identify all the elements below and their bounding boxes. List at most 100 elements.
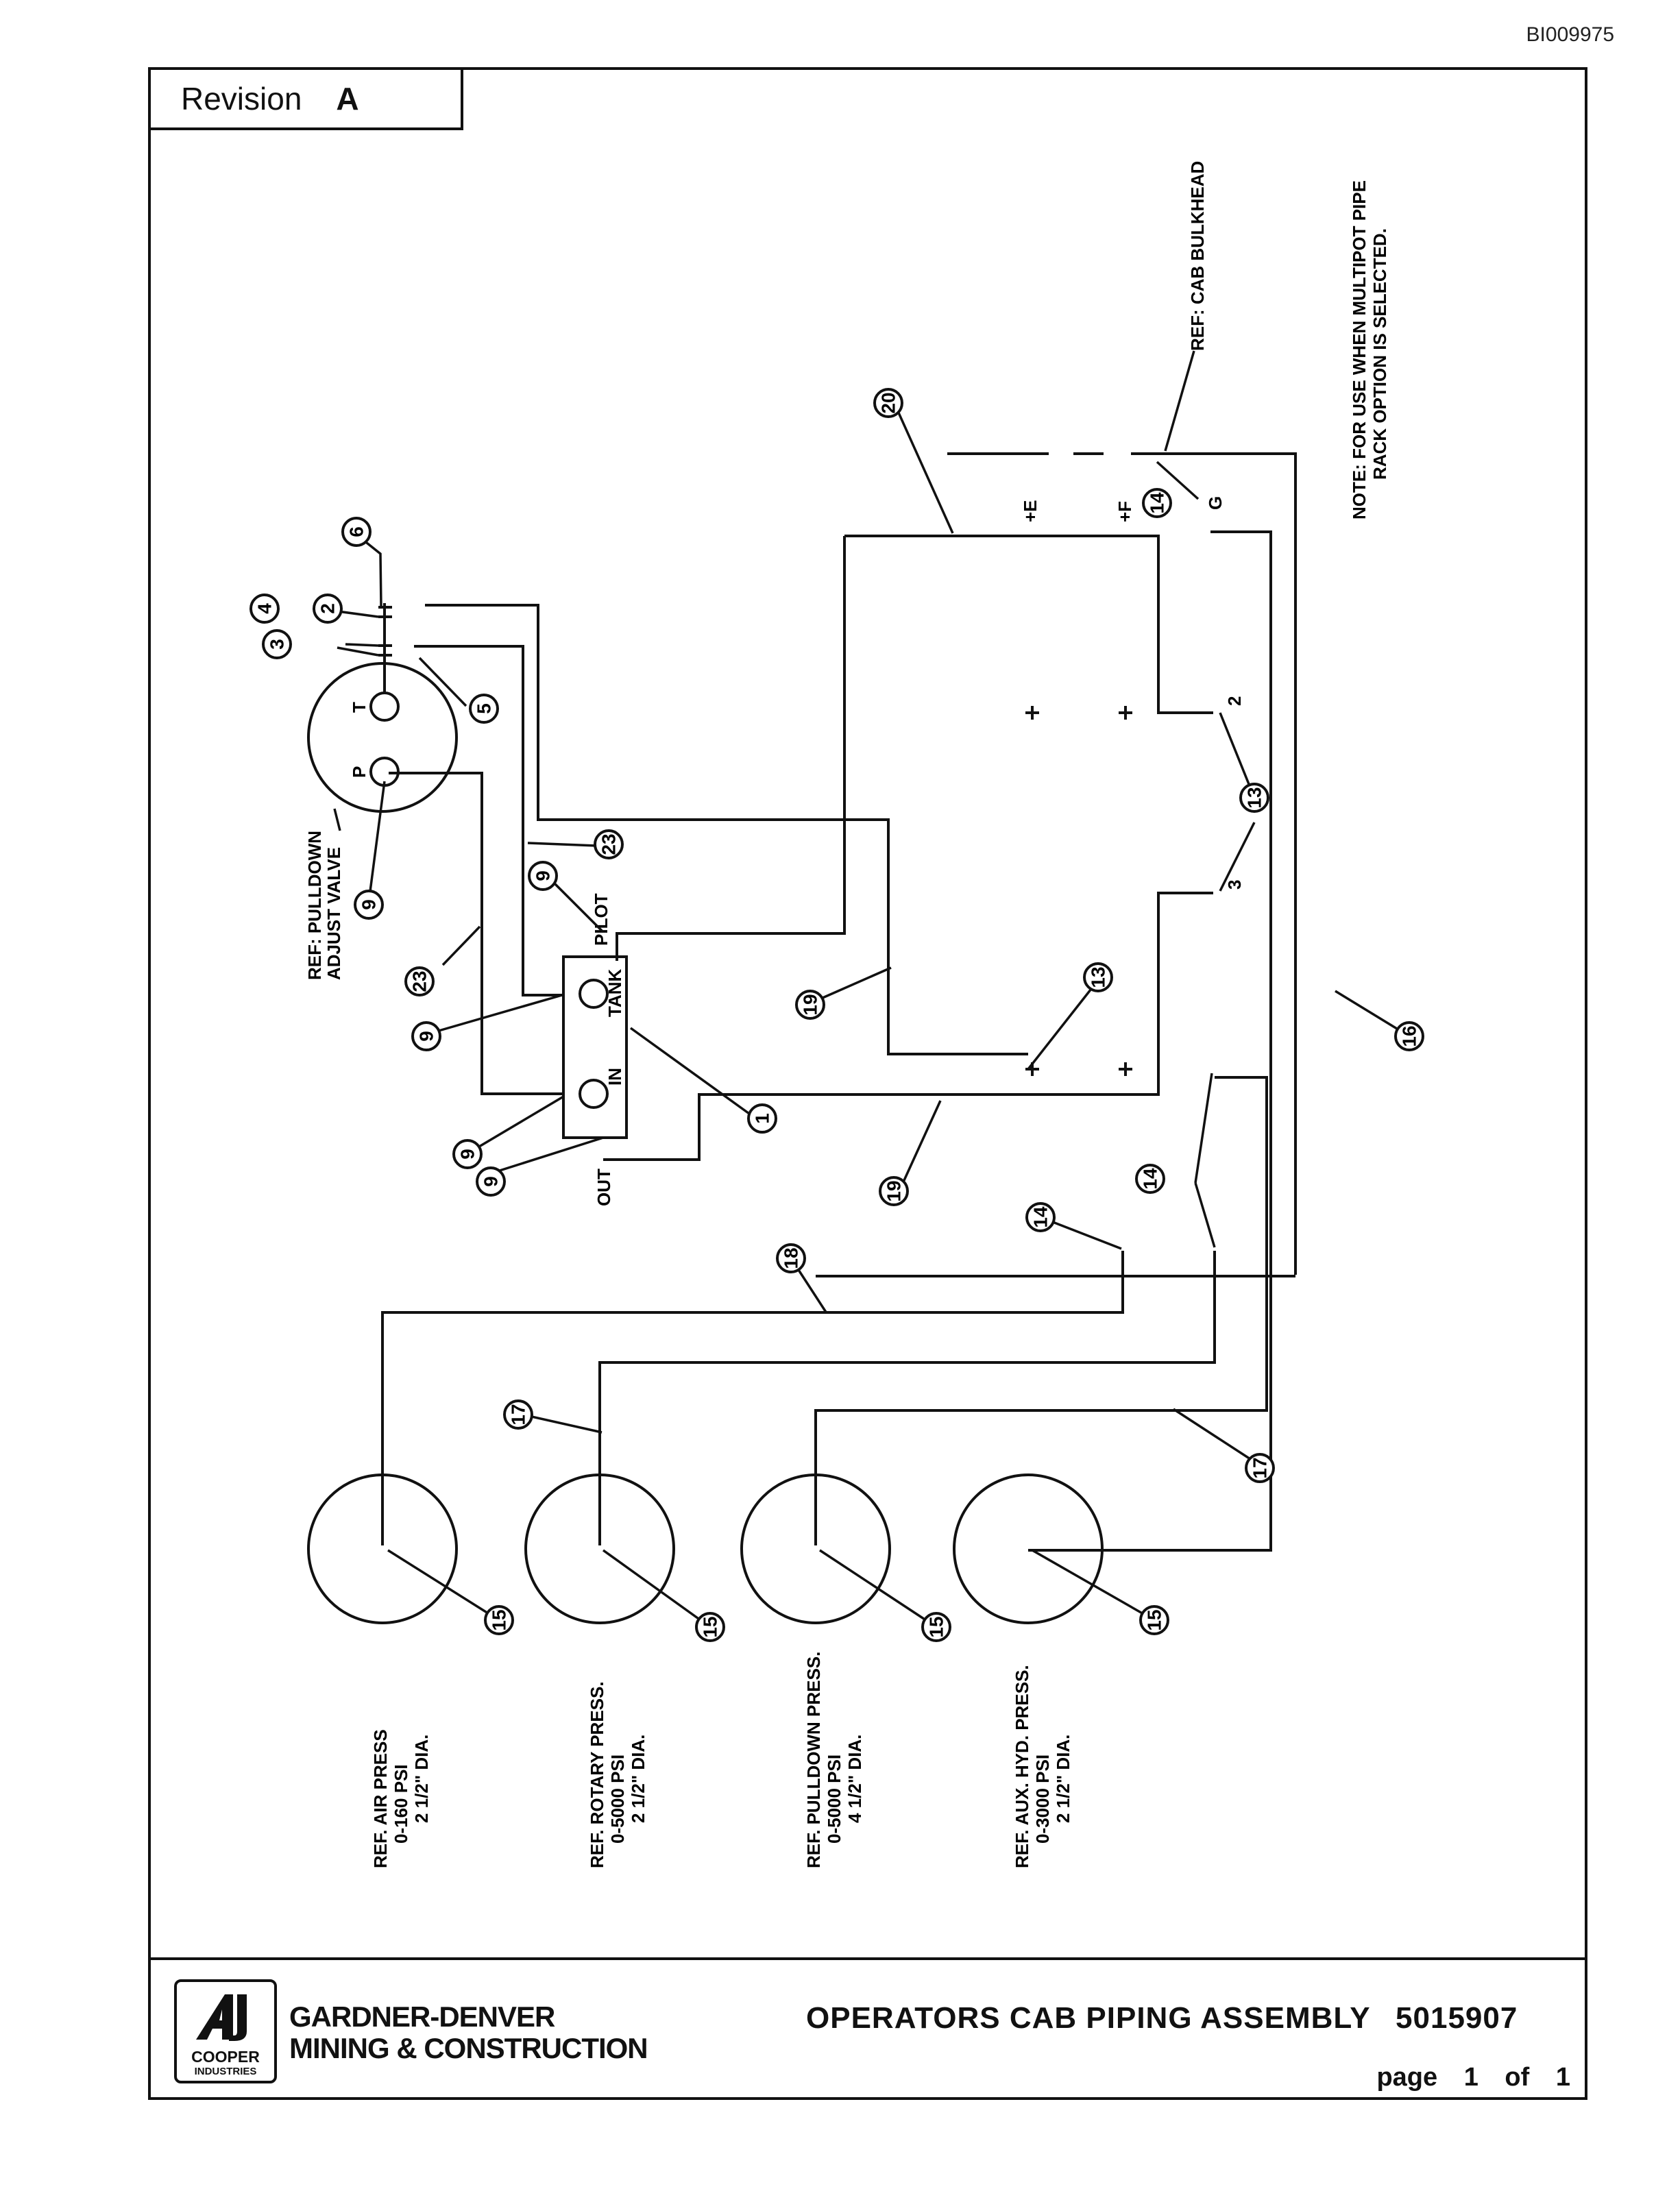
revision-label: Revision xyxy=(181,81,302,117)
callout-1: 1 xyxy=(747,1103,777,1134)
svg-text:19: 19 xyxy=(800,994,821,1015)
pipe-17-upper xyxy=(598,1076,1268,1545)
callout-18: 18 xyxy=(776,1243,806,1273)
svg-text:1: 1 xyxy=(752,1113,773,1124)
note-multipot-line1: NOTE: FOR USE WHEN MULTIPOT PIPE xyxy=(1349,180,1369,519)
gauge-2-line1: REF. PULLDOWN PRESS. xyxy=(803,1652,824,1868)
callout-6: 6 xyxy=(341,517,372,547)
pulldown-adjust-valve: T P REF: PULLDOWN ADJUST VALVE xyxy=(304,603,458,980)
cooper-logo: COOPER INDUSTRIES xyxy=(174,1979,277,2083)
port-e: +E xyxy=(1020,500,1040,522)
logo-line2: INDUSTRIES xyxy=(194,2066,257,2077)
company-line1: GARDNER-DENVER xyxy=(289,2001,555,2033)
svg-text:14: 14 xyxy=(1147,492,1168,514)
callout-13b: 13 xyxy=(1239,783,1269,813)
document-id: BI009975 xyxy=(1526,23,1614,46)
note-cab-bulkhead: REF: CAB BULKHEAD xyxy=(1187,161,1208,351)
callout-3: 3 xyxy=(262,629,292,659)
svg-text:15: 15 xyxy=(489,1609,510,1630)
callout-20: 20 xyxy=(873,388,903,418)
callout-14a: 14 xyxy=(1142,488,1172,518)
pipe-23-lower xyxy=(389,772,563,1095)
block-out: OUT xyxy=(594,1169,614,1206)
callout-9c: 9 xyxy=(411,1021,441,1051)
gauge-0-line2: 0-160 PSI xyxy=(391,1764,411,1844)
valve-port-t: T xyxy=(349,702,369,713)
svg-text:14: 14 xyxy=(1030,1206,1051,1228)
svg-text:17: 17 xyxy=(1250,1457,1271,1478)
block-tank: TANK xyxy=(605,968,625,1017)
notes: REF: CAB BULKHEAD NOTE: FOR USE WHEN MUL… xyxy=(1164,161,1390,519)
page-total: 1 xyxy=(1555,2063,1570,2092)
callout-23b: 23 xyxy=(404,966,435,996)
pipe-17-lower xyxy=(814,1275,1268,1545)
gauge-3-line1: REF. AUX. HYD. PRESS. xyxy=(1012,1665,1032,1868)
pipe-16 xyxy=(1028,530,1272,1552)
note-multipot-line2: RACK OPTION IS SELECTED. xyxy=(1369,228,1390,480)
svg-text:13: 13 xyxy=(1244,787,1265,808)
svg-text:9: 9 xyxy=(358,899,380,910)
pipe-bulkhead-top xyxy=(947,452,1297,1275)
gauges: REF. AIR PRESS 0-160 PSI 2 1/2" DIA. REF… xyxy=(307,1473,1104,1868)
gauge-pulldown xyxy=(740,1473,891,1624)
svg-text:15: 15 xyxy=(1144,1609,1165,1630)
svg-text:5: 5 xyxy=(474,703,495,714)
svg-text:20: 20 xyxy=(878,392,899,413)
svg-text:3: 3 xyxy=(267,639,288,650)
svg-text:19: 19 xyxy=(884,1180,905,1201)
gauge-aux xyxy=(953,1473,1104,1624)
gauge-1-line1: REF. ROTARY PRESS. xyxy=(587,1681,607,1868)
company-line2: MINING & CONSTRUCTION xyxy=(289,2032,648,2064)
pipe-23-upper xyxy=(425,604,1028,1055)
svg-text:15: 15 xyxy=(700,1616,721,1637)
company-name: GARDNER-DENVER MINING & CONSTRUCTION xyxy=(289,2001,648,2064)
svg-text:9: 9 xyxy=(416,1031,437,1042)
gauge-1-line2: 0-5000 PSI xyxy=(607,1754,628,1844)
callout-17b: 17 xyxy=(1245,1453,1275,1483)
gauge-rotary xyxy=(524,1473,675,1624)
block-in: IN xyxy=(605,1068,625,1086)
control-block: PILOT TANK IN OUT xyxy=(562,893,628,1206)
gauge-3-line3: 2 1/2" DIA. xyxy=(1053,1735,1073,1823)
svg-text:14: 14 xyxy=(1140,1168,1161,1190)
callout-19b: 19 xyxy=(879,1176,909,1206)
callout-4: 4 xyxy=(249,594,280,624)
cooper-logo-icon xyxy=(196,1994,247,2041)
port-3: 3 xyxy=(1224,880,1245,890)
drawing-number: 5015907 xyxy=(1396,2001,1518,2035)
gauge-1-line3: 2 1/2" DIA. xyxy=(628,1735,648,1823)
port-g: G xyxy=(1205,496,1226,510)
callout-9e: 9 xyxy=(476,1166,506,1197)
svg-text:16: 16 xyxy=(1399,1025,1420,1047)
callout-9d: 9 xyxy=(452,1139,483,1169)
callout-14c: 14 xyxy=(1025,1202,1056,1232)
svg-text:2: 2 xyxy=(317,603,339,614)
valve-ref-line1: REF: PULLDOWN xyxy=(304,831,325,980)
page-info: page 1 of 1 xyxy=(1376,2063,1570,2092)
callout-15a: 15 xyxy=(484,1605,514,1635)
callout-13a: 13 xyxy=(1083,962,1113,992)
svg-text:13: 13 xyxy=(1088,966,1109,988)
svg-text:9: 9 xyxy=(533,870,554,881)
callout-5: 5 xyxy=(469,694,499,724)
callout-2: 2 xyxy=(313,594,343,624)
drawing-frame xyxy=(148,67,1587,2100)
of-label: of xyxy=(1505,2063,1530,2092)
logo-line1: COOPER xyxy=(191,2048,260,2066)
callout-9a: 9 xyxy=(354,890,384,920)
gauge-0-line1: REF. AIR PRESS xyxy=(370,1729,391,1868)
drawing-title: OPERATORS CAB PIPING ASSEMBLY 5015907 xyxy=(806,2001,1518,2035)
revision-box: Revision A xyxy=(148,67,463,130)
revision-value: A xyxy=(336,81,359,117)
callout-14b: 14 xyxy=(1135,1164,1165,1194)
svg-text:6: 6 xyxy=(346,526,367,537)
page-label: page xyxy=(1376,2063,1438,2092)
port-f: +F xyxy=(1115,501,1135,522)
callout-9b: 9 xyxy=(528,861,558,891)
callout-15b: 15 xyxy=(695,1612,725,1642)
valve-port-p: P xyxy=(349,766,369,778)
pipe-tank xyxy=(414,645,563,996)
gauge-0-line3: 2 1/2" DIA. xyxy=(411,1735,432,1823)
svg-text:4: 4 xyxy=(254,603,276,614)
callout-leaders xyxy=(327,411,1410,1628)
